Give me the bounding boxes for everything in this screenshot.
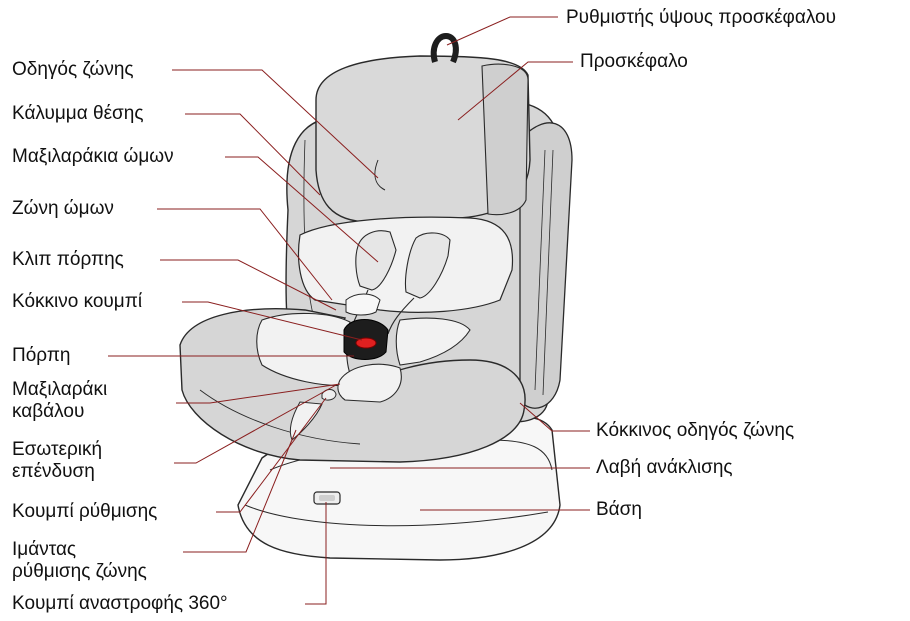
label-inner-lining-line-1: Εσωτερική xyxy=(12,439,102,461)
label-crotch-pad-line-1: Μαξιλαράκι xyxy=(12,379,107,401)
label-shoulder-belt: Ζώνη ώμων xyxy=(12,198,114,220)
label-rotation-button: Κουμπί αναστροφής 360° xyxy=(12,593,228,615)
label-crotch-pad-line-2: καβάλου xyxy=(12,401,107,423)
label-headrest: Προσκέφαλο xyxy=(580,51,688,73)
label-red-belt-guide: Κόκκινος οδηγός ζώνης xyxy=(596,420,794,442)
label-base: Βάση xyxy=(596,499,642,521)
label-belt-adjust-strap: Ιμάντας ρύθμισης ζώνης xyxy=(12,539,147,583)
label-belt-guide: Οδηγός ζώνης xyxy=(12,59,134,81)
label-red-button: Κόκκινο κουμπί xyxy=(12,291,142,313)
label-recline-handle: Λαβή ανάκλισης xyxy=(596,457,733,479)
label-crotch-pad: Μαξιλαράκι καβάλου xyxy=(12,379,107,423)
headrest-side xyxy=(482,64,528,214)
label-belt-adjust-strap-line-2: ρύθμισης ζώνης xyxy=(12,561,147,583)
label-buckle: Πόρπη xyxy=(12,345,71,367)
label-belt-adjust-strap-line-1: Ιμάντας xyxy=(12,539,147,561)
label-headrest-height-adjuster: Ρυθμιστής ύψους προσκέφαλου xyxy=(566,7,836,29)
buckle-clip-shape xyxy=(346,294,380,315)
label-inner-lining: Εσωτερική επένδυση xyxy=(12,439,102,483)
label-shoulder-pads: Μαξιλαράκια ώμων xyxy=(12,146,174,168)
buckle-assembly xyxy=(344,320,388,360)
label-inner-lining-line-2: επένδυση xyxy=(12,461,102,483)
label-adjust-button: Κουμπί ρύθμισης xyxy=(12,501,157,523)
leader-headrest-height-adjuster xyxy=(447,17,558,45)
headrest xyxy=(316,36,530,222)
label-seat-cover: Κάλυμμα θέσης xyxy=(12,103,144,125)
label-buckle-clip: Κλιπ πόρπης xyxy=(12,249,124,271)
